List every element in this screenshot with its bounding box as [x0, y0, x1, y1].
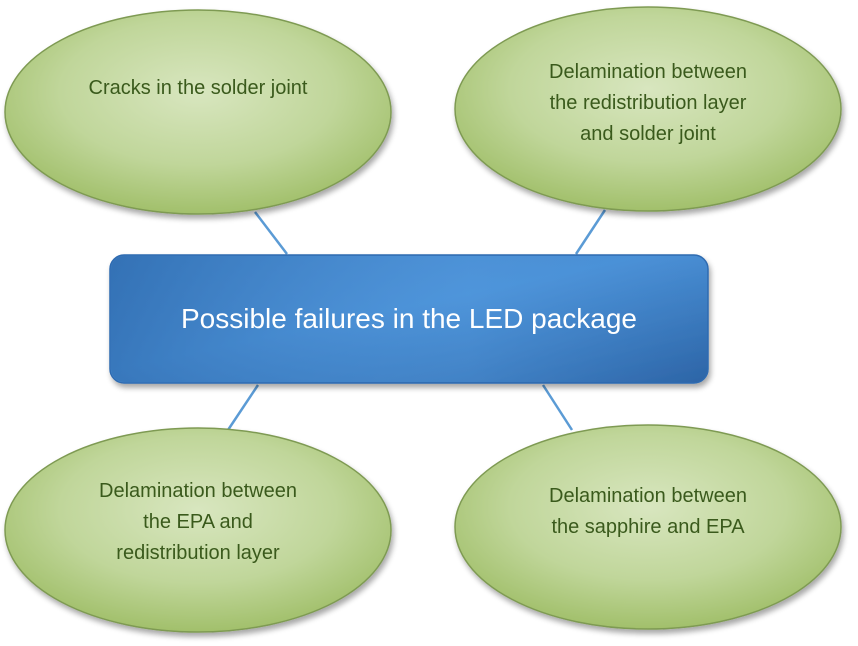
connector-bottom-right	[541, 384, 574, 431]
connector-top-left	[254, 211, 288, 255]
node-label-bottom-left: Delamination between the EPA and redistr…	[40, 474, 356, 570]
node-label-top-left: Cracks in the solder joint	[40, 40, 356, 136]
node-ellipse-bottom-left	[4, 427, 392, 633]
node-line: Cracks in the solder joint	[88, 76, 308, 99]
node-line: Delamination between	[549, 485, 747, 507]
node-ellipse-top-right	[454, 6, 842, 212]
node-line: the redistribution layer	[549, 91, 747, 114]
node-ellipse-bottom-right	[454, 424, 842, 630]
node-line: redistribution layer	[116, 541, 280, 564]
node-label-bottom-right: Delamination between the sapphire and EP…	[490, 464, 806, 560]
node-ellipse-top-left	[4, 9, 392, 215]
node-line: and solder joint	[580, 122, 716, 145]
node-label-top-right: Delamination between the redistribution …	[490, 55, 806, 151]
center-label: Possible failures in the LED package	[180, 303, 638, 334]
node-line: the sapphire and EPA	[551, 516, 745, 538]
connector-bottom-left	[226, 384, 260, 431]
node-line: Delamination between	[99, 479, 297, 502]
connector-top-right	[574, 209, 607, 255]
node-line: the EPA and	[143, 510, 253, 533]
center-box-shine	[111, 256, 707, 382]
node-line: Delamination between	[549, 60, 747, 83]
